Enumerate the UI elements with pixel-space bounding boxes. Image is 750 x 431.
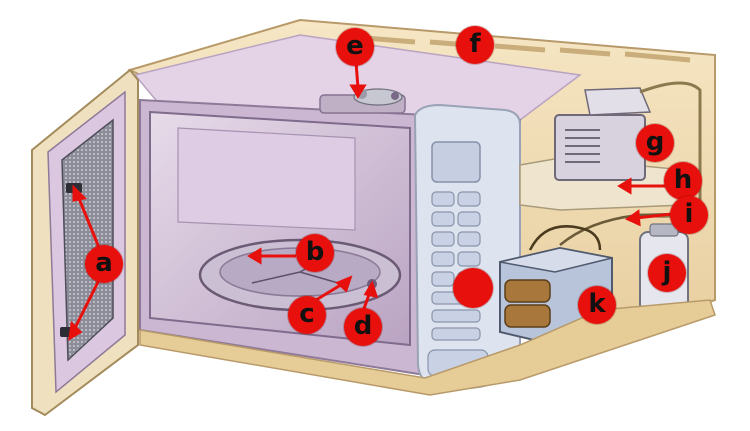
label-c: c bbox=[288, 296, 326, 334]
door-mesh-window bbox=[61, 118, 114, 362]
leader-arrows bbox=[68, 61, 673, 341]
label-j: j bbox=[648, 254, 686, 292]
display-window bbox=[431, 141, 481, 183]
label-k: k bbox=[578, 286, 616, 324]
wire-harness bbox=[639, 81, 702, 218]
magnetron-top bbox=[584, 87, 652, 116]
label-g: g bbox=[636, 124, 674, 162]
keypad bbox=[427, 191, 489, 377]
label-e: e bbox=[336, 28, 374, 66]
label-b: b bbox=[296, 234, 334, 272]
cavity-back-wall bbox=[177, 127, 356, 231]
transformer-top bbox=[499, 247, 613, 273]
magnetron-fins bbox=[565, 129, 600, 163]
label-f: f bbox=[456, 26, 494, 64]
magnetron-body bbox=[554, 114, 646, 181]
label-h: h bbox=[664, 162, 702, 200]
label-a: a bbox=[85, 245, 123, 283]
base bbox=[139, 299, 716, 396]
transformer-coils bbox=[504, 279, 551, 328]
label-i: i bbox=[670, 196, 708, 234]
label-unlabeled bbox=[453, 268, 493, 308]
label-d: d bbox=[344, 308, 382, 346]
